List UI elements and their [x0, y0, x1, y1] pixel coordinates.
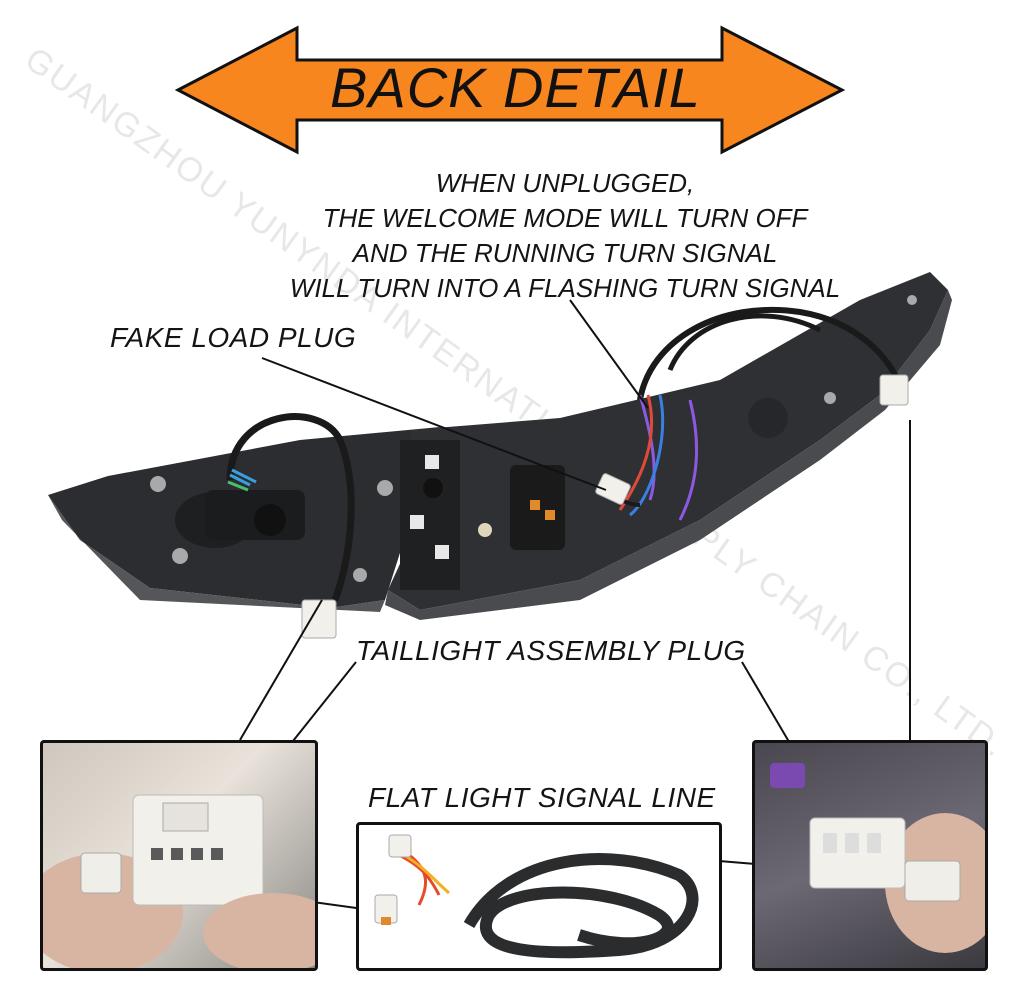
right-taillight-housing [385, 272, 952, 620]
notice-line: WHEN UNPLUGGED, [435, 168, 695, 198]
notice-line: AND THE RUNNING TURN SIGNAL [352, 238, 778, 268]
notice-line: THE WELCOME MODE WILL TURN OFF [322, 203, 808, 233]
unplug-notice: WHEN UNPLUGGED, THE WELCOME MODE WILL TU… [260, 166, 870, 306]
coiled-cable-image [374, 834, 699, 959]
notice-line: WILL TURN INTO A FLASHING TURN SIGNAL [289, 273, 841, 303]
flat-light-signal-line-label: FLAT LIGHT SIGNAL LINE [368, 782, 716, 813]
inset-photo-connector-right [752, 740, 988, 971]
taillight-assembly-plug-label: TAILLIGHT ASSEMBLY PLUG [356, 635, 746, 666]
inset-photo-connector-left [40, 740, 318, 971]
hand-connector-image [770, 763, 985, 953]
fake-load-plug-label: FAKE LOAD PLUG [110, 322, 357, 353]
left-taillight-housing [48, 413, 440, 639]
hand-connector-image [43, 794, 315, 968]
inset-photo-signal-line [356, 822, 722, 971]
banner-title: BACK DETAIL [330, 56, 701, 119]
double-arrow-icon [174, 25, 846, 155]
